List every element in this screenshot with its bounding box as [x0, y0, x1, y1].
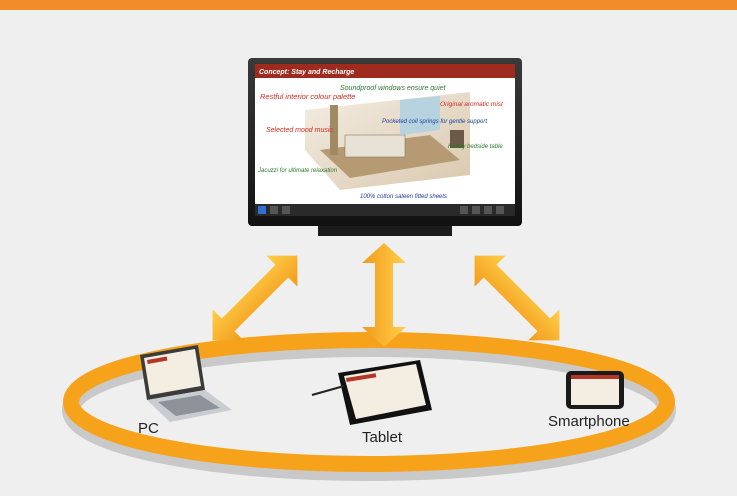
smartphone-icon	[566, 371, 624, 409]
note-coil-springs: Pocketed coil springs for gentle support	[382, 119, 487, 125]
arrow-to-pc	[212, 255, 298, 341]
note-mood-music: Selected mood music	[266, 127, 333, 134]
connection-ring	[62, 332, 676, 481]
tablet-label: Tablet	[362, 429, 403, 446]
pc-label: PC	[138, 420, 159, 437]
note-jacuzzi: Jacuzzi for ultimate relaxation	[257, 168, 338, 174]
monitor-stand	[318, 226, 452, 236]
note-colour-palette: Restful interior colour palette	[260, 92, 355, 101]
arrow-to-smartphone	[474, 255, 560, 341]
top-accent-bar	[0, 0, 737, 10]
room-sketch	[305, 92, 470, 190]
arrow-to-tablet	[362, 243, 406, 347]
screen-banner-title: Concept: Stay and Recharge	[259, 69, 354, 76]
note-bedside-table: Handy bedside table	[448, 144, 503, 150]
note-soundproof: Soundproof windows ensure quiet	[340, 85, 447, 92]
note-cotton-sheets: 100% cotton sateen fitted sheets	[360, 194, 447, 200]
display-monitor	[248, 58, 522, 236]
note-aromatic-mist: Original aromatic mist	[440, 101, 504, 108]
tablet-icon	[311, 360, 432, 425]
screen-toolbar	[255, 204, 515, 216]
smartphone-label: Smartphone	[548, 413, 630, 430]
screen-banner	[255, 64, 515, 78]
laptop-icon	[140, 345, 232, 422]
